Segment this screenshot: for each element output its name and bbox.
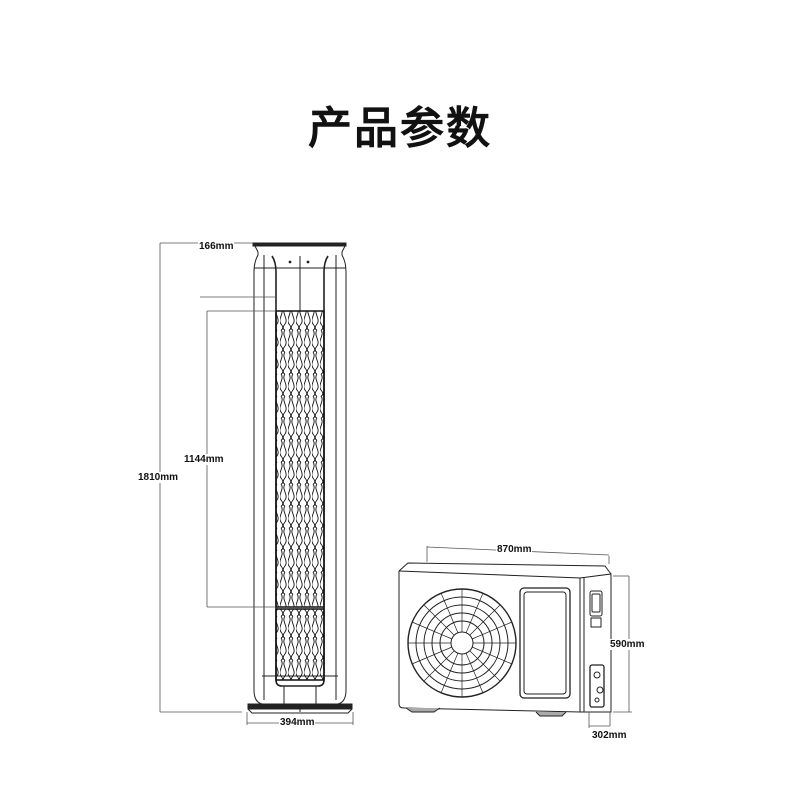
indoor-height-label: 1810mm (137, 472, 180, 483)
indoor-tower-unit (247, 242, 353, 714)
outdoor-depth-label: 302mm (591, 730, 628, 741)
outdoor-unit (398, 562, 612, 717)
indoor-width-label: 394mm (279, 717, 316, 728)
indoor-grille-height-label: 1144mm (183, 454, 225, 465)
indoor-depth-label: 166mm (198, 241, 235, 252)
page-title: 产品参数 (308, 103, 492, 154)
outdoor-height-label: 590mm (609, 639, 646, 650)
outdoor-width-label: 870mm (496, 544, 533, 555)
